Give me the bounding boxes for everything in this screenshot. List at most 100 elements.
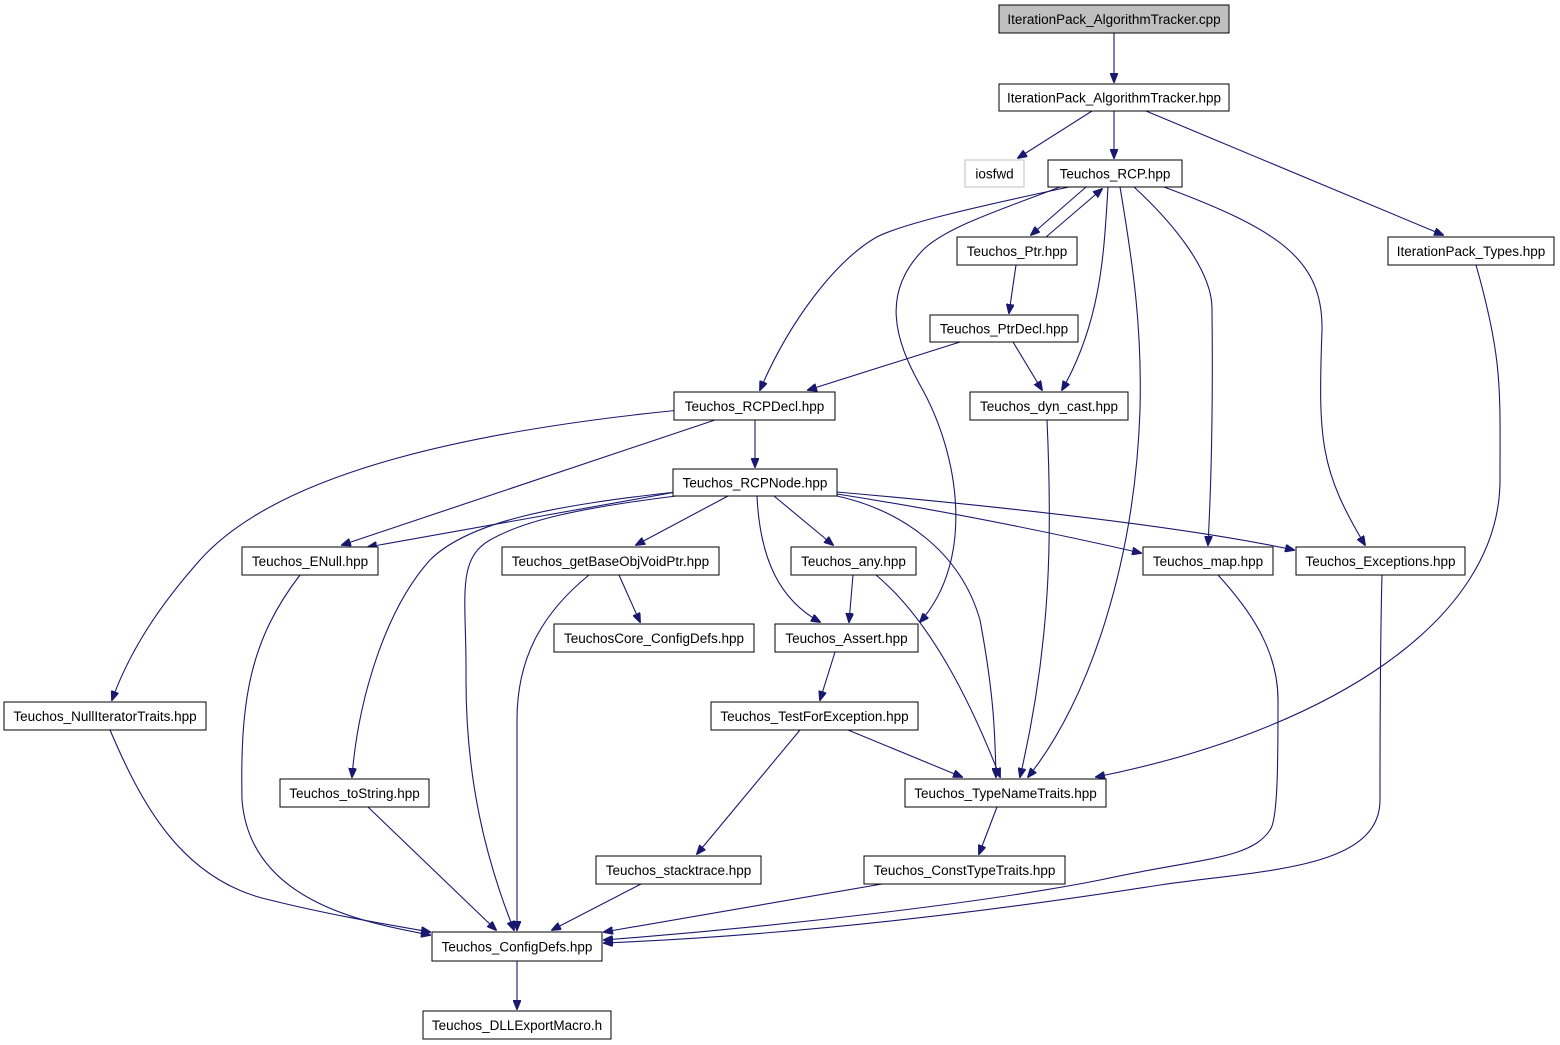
node-box [710, 701, 919, 731]
node-label: Teuchos_map.hpp [1153, 554, 1263, 569]
node-consttype[interactable]: Teuchos_ConstTypeTraits.hpp [863, 855, 1066, 885]
node-box [595, 855, 762, 885]
node-rcpnode[interactable]: Teuchos_RCPNode.hpp [672, 468, 838, 497]
node-map[interactable]: Teuchos_map.hpp [1142, 546, 1274, 576]
node-box [673, 391, 836, 421]
edge-any-to-assert [849, 574, 853, 622]
edge-ptr-to-rcp [1045, 189, 1102, 238]
node-exceptions[interactable]: Teuchos_Exceptions.hpp [1295, 546, 1466, 576]
node-label: Teuchos_getBaseObjVoidPtr.hpp [512, 554, 709, 569]
node-label: Teuchos_NullIteratorTraits.hpp [13, 709, 196, 724]
node-label: Teuchos_ENull.hpp [252, 554, 368, 569]
node-label: Teuchos_stacktrace.hpp [606, 863, 752, 878]
edge-rcp-to-assert [895, 186, 1061, 622]
edge-rcpnode-to-configdefs [464, 495, 677, 930]
edge-rcpdecl-to-nulliter [112, 409, 681, 700]
node-box [998, 83, 1230, 112]
node-dyncast[interactable]: Teuchos_dyn_cast.hpp [969, 391, 1129, 421]
node-ptrdecl[interactable]: Teuchos_PtrDecl.hpp [929, 314, 1079, 343]
node-label: Teuchos_any.hpp [801, 554, 906, 569]
edge-any-to-typename [875, 574, 1000, 777]
node-label: IterationPack_Types.hpp [1397, 244, 1546, 259]
edge-map-to-configdefs [604, 574, 1279, 940]
edge-ptrdecl-to-dyncast [1012, 341, 1042, 390]
node-box [279, 778, 430, 808]
edge-rcpnode-to-any [773, 495, 833, 545]
node-label: Teuchos_DLLExportMacro.h [432, 1018, 602, 1033]
node-box [672, 468, 838, 497]
node-getbase[interactable]: Teuchos_getBaseObjVoidPtr.hpp [501, 546, 720, 576]
edge-assert-to-testforexc [820, 651, 836, 700]
nodes-layer: IterationPack_AlgorithmTracker.cppIterat… [3, 4, 1555, 1040]
node-tostring[interactable]: Teuchos_toString.hpp [279, 778, 430, 808]
node-box [501, 546, 720, 576]
node-dllexport[interactable]: Teuchos_DLLExportMacro.h [422, 1010, 612, 1040]
edge-typename-to-consttype [979, 806, 998, 854]
edge-rcpnode-to-getbase [636, 495, 729, 545]
node-box [553, 623, 755, 653]
node-label: Teuchos_TypeNameTraits.hpp [914, 786, 1097, 801]
node-box [904, 778, 1107, 808]
edge-rcpdecl-to-enull [342, 419, 716, 545]
edge-exceptions-to-configdefs [604, 574, 1383, 943]
node-label: Teuchos_toString.hpp [289, 786, 420, 801]
node-ptr[interactable]: Teuchos_Ptr.hpp [956, 236, 1078, 266]
node-assert[interactable]: Teuchos_Assert.hpp [774, 623, 919, 653]
edge-rcp-to-dyncast [1062, 186, 1109, 390]
edge-rcp-to-ptr [1031, 186, 1087, 235]
node-typename[interactable]: Teuchos_TypeNameTraits.hpp [904, 778, 1107, 808]
node-rcpdecl[interactable]: Teuchos_RCPDecl.hpp [673, 391, 836, 421]
node-label: Teuchos_Exceptions.hpp [1305, 554, 1455, 569]
node-box [1047, 159, 1183, 188]
edge-dyncast-to-typename [1020, 419, 1050, 777]
node-coreconfig[interactable]: TeuchosCore_ConfigDefs.hpp [553, 623, 755, 653]
node-box [929, 314, 1079, 343]
node-configdefs[interactable]: Teuchos_ConfigDefs.hpp [431, 931, 603, 962]
node-label: Teuchos_RCP.hpp [1060, 167, 1171, 182]
edge-testforexc-to-typename [847, 729, 962, 777]
node-label: Teuchos_Assert.hpp [785, 631, 907, 646]
node-root[interactable]: IterationPack_AlgorithmTracker.cpp [998, 4, 1230, 34]
edge-rcpnode-to-exceptions [836, 491, 1294, 550]
edge-tostring-to-configdefs [367, 806, 496, 930]
node-box [863, 855, 1066, 885]
edge-consttype-to-configdefs [604, 883, 883, 932]
node-any[interactable]: Teuchos_any.hpp [790, 546, 917, 576]
edge-rcpnode-to-assert [756, 495, 820, 622]
node-box [998, 4, 1230, 34]
node-iosfwd: iosfwd [964, 159, 1025, 188]
edge-rcp-to-map [1133, 186, 1213, 545]
node-apt_hpp[interactable]: IterationPack_AlgorithmTracker.hpp [998, 83, 1230, 112]
edge-enull-to-configdefs [241, 574, 430, 935]
node-box [790, 546, 917, 576]
node-label: iosfwd [975, 167, 1013, 182]
node-stacktrace[interactable]: Teuchos_stacktrace.hpp [595, 855, 762, 885]
edge-nulliter-to-configdefs [109, 729, 430, 932]
node-rcp[interactable]: Teuchos_RCP.hpp [1047, 159, 1183, 188]
node-testforexc[interactable]: Teuchos_TestForException.hpp [710, 701, 919, 731]
node-label: Teuchos_ConfigDefs.hpp [442, 940, 593, 955]
node-label: TeuchosCore_ConfigDefs.hpp [564, 631, 744, 646]
node-label: Teuchos_ConstTypeTraits.hpp [874, 863, 1056, 878]
edge-rcp-to-typename [1028, 186, 1141, 777]
node-box [1387, 236, 1555, 266]
edge-rcpnode-to-typename [836, 495, 996, 777]
node-enull[interactable]: Teuchos_ENull.hpp [241, 546, 379, 576]
node-label: Teuchos_RCPNode.hpp [683, 476, 828, 491]
node-ip_types[interactable]: IterationPack_Types.hpp [1387, 236, 1555, 266]
edge-apt_hpp-to-iosfwd [1018, 110, 1093, 158]
node-label: Teuchos_TestForException.hpp [720, 709, 908, 724]
edge-rcp-to-exceptions [1163, 186, 1365, 545]
node-box [241, 546, 379, 576]
node-label: Teuchos_PtrDecl.hpp [940, 322, 1068, 337]
node-box [431, 931, 603, 962]
node-box [1295, 546, 1466, 576]
node-box [969, 391, 1129, 421]
edge-apt_hpp-to-ip_types [1145, 110, 1443, 235]
edge-ptrdecl-to-rcpdecl [808, 341, 961, 390]
node-nulliter[interactable]: Teuchos_NullIteratorTraits.hpp [3, 701, 207, 731]
edges-layer [109, 33, 1501, 1009]
edge-rcpnode-to-tostring [352, 491, 677, 777]
edge-rcpnode-to-map [836, 493, 1141, 553]
